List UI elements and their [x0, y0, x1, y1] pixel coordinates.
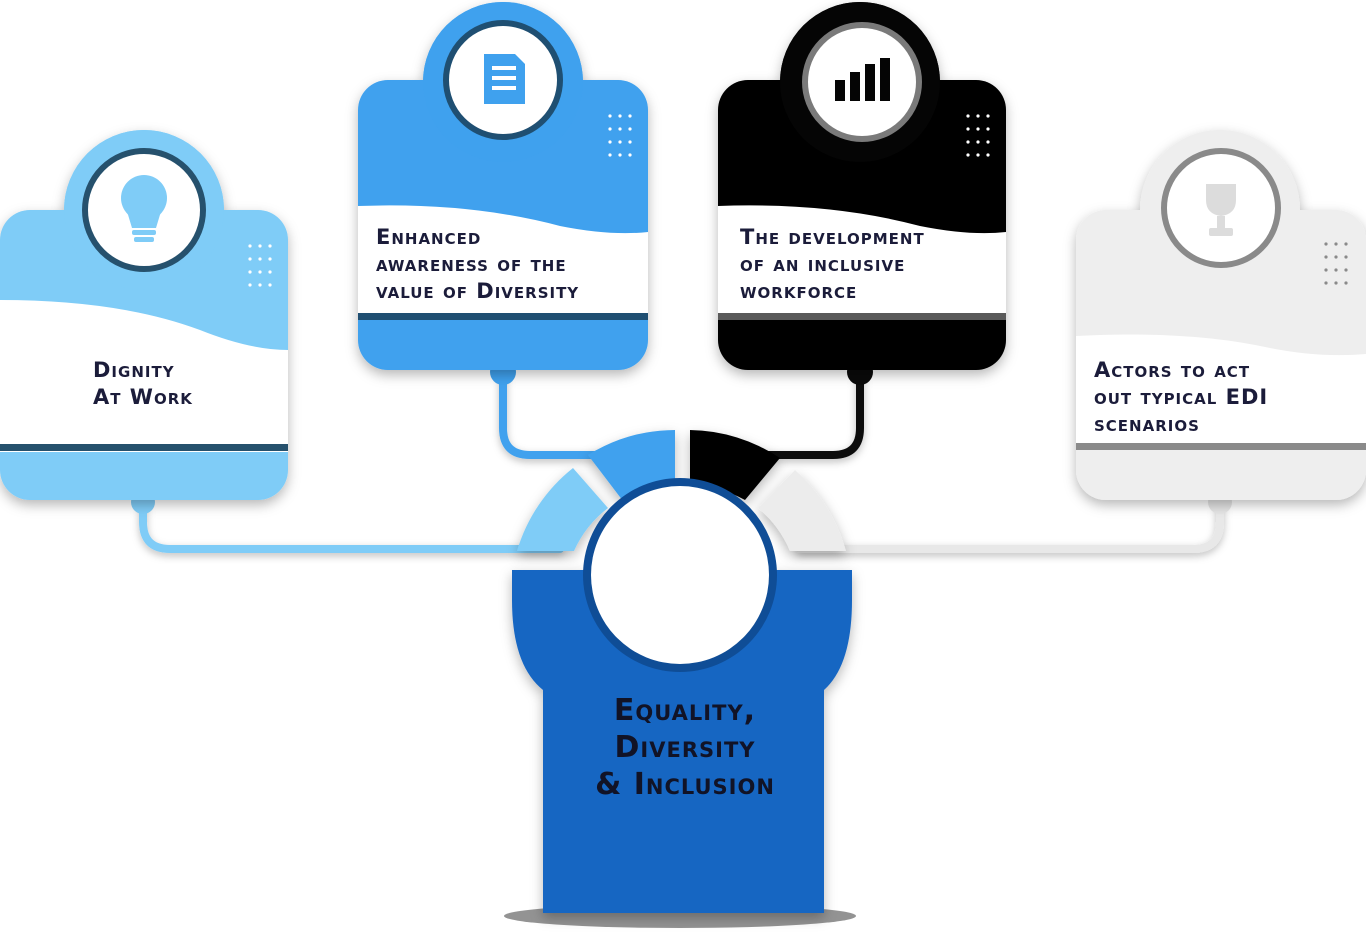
decor-dot: [608, 127, 612, 131]
card-actors: [1076, 130, 1366, 500]
ring-segment-workforce: [690, 430, 780, 500]
decor-dot: [1344, 255, 1348, 259]
decor-dot: [1334, 268, 1338, 272]
decor-dot: [628, 153, 632, 157]
decor-dot: [966, 114, 970, 118]
decor-dot: [268, 283, 272, 287]
decor-dot: [608, 114, 612, 118]
lightbulb-icon: [121, 175, 167, 242]
decor-dot: [1334, 255, 1338, 259]
dot-grid: [966, 114, 990, 157]
decor-dot: [628, 114, 632, 118]
ring-segment-dignity: [517, 468, 608, 551]
decor-dot: [248, 270, 252, 274]
decor-dot: [258, 257, 262, 261]
decor-dot: [618, 140, 622, 144]
decor-dot: [618, 153, 622, 157]
card-awareness: [358, 2, 648, 370]
decor-dot: [986, 140, 990, 144]
decor-dot: [628, 127, 632, 131]
decor-dot: [258, 244, 262, 248]
document-icon: [484, 54, 525, 104]
decor-dot: [248, 257, 252, 261]
dot-grid: [608, 114, 632, 157]
connector-actors: [796, 496, 1224, 553]
decor-dot: [1324, 268, 1328, 272]
connector-workforce: [746, 368, 864, 459]
decor-dot: [976, 140, 980, 144]
center-pillar: [504, 478, 856, 928]
decor-dot: [1344, 242, 1348, 246]
decor-dot: [608, 153, 612, 157]
card-label-awareness: Enhanced awareness of the value of Diver…: [376, 225, 580, 303]
card-label-actors: Actors to act out typical EDI scenarios: [1094, 358, 1269, 436]
decor-dot: [268, 244, 272, 248]
decor-dot: [986, 127, 990, 131]
card-workforce: [718, 2, 1006, 370]
decor-dot: [608, 140, 612, 144]
connector-awareness: [499, 368, 614, 459]
decor-dot: [268, 257, 272, 261]
decor-dot: [258, 270, 262, 274]
decor-dot: [1324, 242, 1328, 246]
decor-dot: [966, 140, 970, 144]
decor-dot: [976, 114, 980, 118]
decor-dot: [966, 127, 970, 131]
decor-dot: [258, 283, 262, 287]
decor-dot: [618, 127, 622, 131]
decor-dot: [248, 244, 252, 248]
connector-dignity: [139, 496, 564, 553]
ring-segment-actors: [758, 470, 846, 551]
dot-grid: [248, 244, 272, 287]
decor-dot: [986, 153, 990, 157]
bar-chart-icon: [835, 58, 890, 101]
decor-dot: [618, 114, 622, 118]
trophy-icon: [1206, 184, 1236, 236]
decor-dot: [1334, 242, 1338, 246]
decor-dot: [1344, 281, 1348, 285]
decor-dot: [248, 283, 252, 287]
card-dignity: [0, 130, 288, 500]
decor-dot: [986, 114, 990, 118]
decor-dot: [976, 153, 980, 157]
decor-dot: [268, 270, 272, 274]
connectors: [139, 368, 1224, 553]
dot-grid: [1324, 242, 1348, 285]
decor-dot: [628, 140, 632, 144]
decor-dot: [976, 127, 980, 131]
center-title: Equality, Diversity & Inclusion: [595, 693, 775, 802]
card-label-dignity: Dignity At Work: [93, 358, 193, 409]
decor-dot: [1324, 255, 1328, 259]
decor-dot: [966, 153, 970, 157]
decor-dot: [1344, 268, 1348, 272]
decor-dot: [1324, 281, 1328, 285]
card-label-workforce: The development of an inclusive workforc…: [740, 225, 925, 303]
decor-dot: [1334, 281, 1338, 285]
